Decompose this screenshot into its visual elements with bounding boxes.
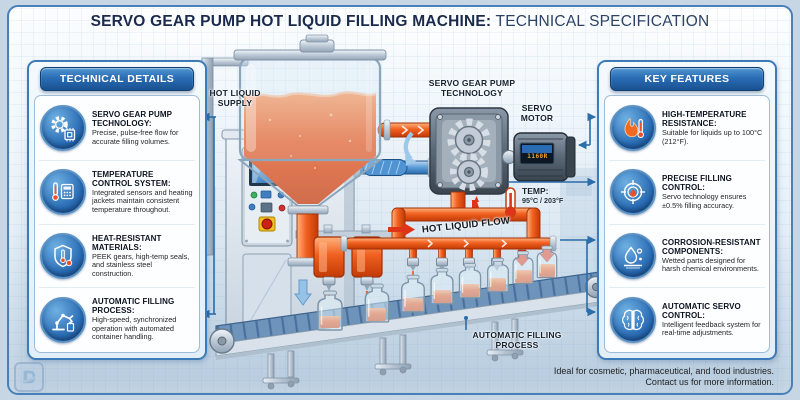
item-title: CORROSION-RESISTANT COMPONENTS: (662, 237, 761, 256)
flame-thermometer-icon (610, 105, 656, 152)
item-title: AUTOMATIC FILLING PROCESS: (92, 297, 175, 316)
droplets-icon (610, 232, 656, 279)
temp-title: TEMP: (522, 186, 549, 196)
item-text: CORROSION-RESISTANT COMPONENTS: Wetted p… (662, 238, 764, 274)
page-title: SERVO GEAR PUMP HOT LIQUID FILLING MACHI… (30, 13, 770, 31)
technical-details-body: SERVO GEAR PUMP TECHNOLOGY: Precise, pul… (34, 95, 200, 353)
feature-item-precise-filling: PRECISE FILLING CONTROL: Servo technolog… (609, 159, 765, 224)
feature-item-corrosion-resistant: CORROSION-RESISTANT COMPONENTS: Wetted p… (609, 223, 765, 288)
technical-item-temperature-control: TEMPERATURE CONTROL SYSTEM: Integrated s… (39, 159, 195, 224)
technical-item-automatic-filling: AUTOMATIC FILLING PROCESS: High-speed, s… (39, 287, 195, 351)
feature-item-automatic-servo: AUTOMATIC SERVO CONTROL: Intelligent fee… (609, 287, 765, 351)
footer-line-2: Contact us for more information. (645, 377, 774, 388)
footer-note: Ideal for cosmetic, pharmaceutical, and … (554, 366, 774, 389)
item-text: HEAT-RESISTANT MATERIALS: PEEK gears, hi… (92, 234, 194, 278)
servo-motor-label: SERVO MOTOR (520, 103, 554, 124)
item-title: AUTOMATIC SERVO CONTROL: (662, 301, 741, 320)
technical-details-header: TECHNICAL DETAILS (40, 67, 194, 91)
key-features-body: HIGH-TEMPERATURE RESISTANCE: Suitable fo… (604, 95, 770, 353)
technical-item-heat-resistant: HEAT-RESISTANT MATERIALS: PEEK gears, hi… (39, 223, 195, 288)
temp-value: 95°C / 203°F (522, 196, 564, 205)
gear-chip-icon (40, 105, 86, 152)
automatic-filling-process-label: AUTOMATIC FILLING PROCESS (472, 330, 562, 351)
target-droplet-icon (610, 169, 656, 216)
item-text: TEMPERATURE CONTROL SYSTEM: Integrated s… (92, 170, 194, 214)
item-desc: Suitable for liquids up to 100°C (212°F)… (662, 128, 763, 146)
item-text: PRECISE FILLING CONTROL: Servo technolog… (662, 174, 764, 210)
item-desc: Precise, pulse-free flow for accurate fi… (92, 128, 179, 146)
key-features-panel: KEY FEATURES HIGH-TEMPERATURE RESISTANCE… (597, 60, 777, 360)
item-text: HIGH-TEMPERATURE RESISTANCE: Suitable fo… (662, 110, 764, 146)
item-title: HEAT-RESISTANT MATERIALS: (92, 233, 162, 252)
item-desc: Servo technology ensures ±0.5% filling a… (662, 192, 747, 210)
item-desc: Integrated sensors and heating jackets m… (92, 187, 193, 214)
technical-details-panel: TECHNICAL DETAILS SERVO GEAR PUMP T (27, 60, 207, 360)
item-title: PRECISE FILLING CONTROL: (662, 174, 732, 193)
page-title-bold: SERVO GEAR PUMP HOT LIQUID FILLING MACHI… (90, 13, 492, 30)
footer-line-1: Ideal for cosmetic, pharmaceutical, and … (553, 365, 774, 376)
item-desc: PEEK gears, high-temp seals, and stainle… (92, 251, 190, 278)
hot-liquid-supply-label: HOT LIQUID SUPPLY (209, 88, 261, 109)
robot-arm-icon (40, 296, 86, 343)
temp-readout: TEMP: 95°C / 203°F (522, 186, 592, 205)
item-desc: High-speed, synchronized operation with … (92, 315, 177, 342)
item-text: SERVO GEAR PUMP TECHNOLOGY: Precise, pul… (92, 110, 194, 146)
page-title-regular: TECHNICAL SPECIFICATION (495, 13, 710, 30)
item-title: HIGH-TEMPERATURE RESISTANCE: (662, 110, 747, 129)
item-title: SERVO GEAR PUMP TECHNOLOGY: (92, 110, 172, 129)
servo-motor-display: 1160R (527, 153, 548, 160)
feature-item-high-temperature: HIGH-TEMPERATURE RESISTANCE: Suitable fo… (609, 97, 765, 160)
brand-logo (14, 362, 44, 392)
item-desc: Intelligent feedback system for real-tim… (662, 319, 761, 338)
item-title: TEMPERATURE CONTROL SYSTEM: (92, 169, 171, 188)
shield-thermometer-icon (40, 232, 86, 279)
item-desc: Wetted parts designed for harsh chemical… (662, 255, 759, 274)
key-features-header: KEY FEATURES (610, 67, 764, 91)
thermometer-controller-icon (40, 169, 86, 216)
technical-item-servo-gear-pump: SERVO GEAR PUMP TECHNOLOGY: Precise, pul… (39, 97, 195, 160)
item-text: AUTOMATIC FILLING PROCESS: High-speed, s… (92, 297, 194, 341)
brain-icon (610, 296, 656, 343)
item-text: AUTOMATIC SERVO CONTROL: Intelligent fee… (662, 302, 764, 338)
servo-gear-pump-label: SERVO GEAR PUMP TECHNOLOGY (428, 78, 516, 99)
